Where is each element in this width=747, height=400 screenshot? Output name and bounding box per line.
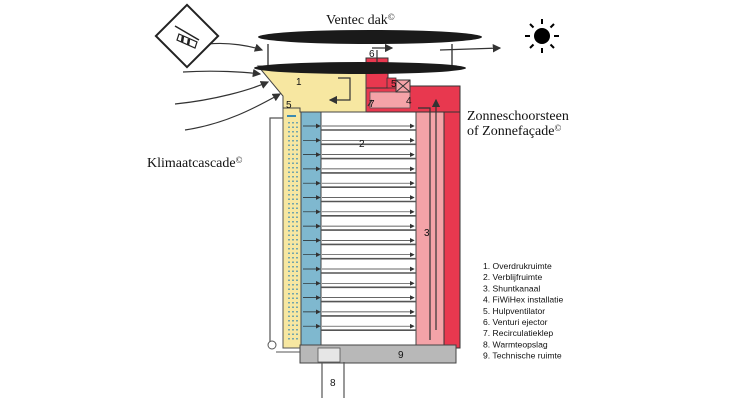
fiwihex-cross [395, 79, 411, 93]
legend-item: 8. Warmteopslag [483, 339, 548, 349]
legend-item: 1. Overdrukruimte [483, 261, 552, 271]
heat-storage-pipes [321, 362, 345, 398]
internal-flow [328, 77, 441, 340]
zone-number-8: 8 [330, 378, 336, 389]
windsock-icon [154, 3, 220, 69]
zone-number-7: 7 [369, 99, 375, 110]
legend-item: 5. Hulpventilator [483, 306, 545, 316]
roof-bottom-disk [254, 62, 466, 74]
legend-item: 3. Shuntkanaal [483, 283, 540, 293]
cascade-column [282, 107, 302, 349]
zone-number-5-left: 5 [286, 100, 292, 111]
zone-number-3: 3 [424, 228, 430, 239]
zone-number-4: 4 [406, 96, 412, 107]
legend-item: 9. Technische ruimte [483, 351, 562, 361]
roof-top-disk [258, 30, 482, 44]
roof-supports [267, 44, 453, 66]
solar-chimney-wall [443, 85, 461, 349]
legend-item: 7. Recirculatieklep [483, 328, 553, 338]
pump-icon [267, 340, 277, 350]
floor-lines [303, 123, 416, 332]
blue-shaft [300, 111, 322, 349]
zone-number-6: 6 [369, 49, 375, 60]
zone-number-2: 2 [359, 139, 365, 150]
heat-exchanger [317, 347, 341, 363]
zone-number-5-right: 5 [391, 79, 397, 90]
shaft-flow [288, 122, 298, 342]
chimney-label-line2: of Zonnefaçade© [467, 123, 561, 139]
roof-label: Ventec dak© [326, 12, 395, 28]
cascade-label: Klimaatcascade© [147, 155, 243, 171]
sun-icon [525, 19, 559, 53]
water-loop [269, 117, 283, 346]
wind-arrows [174, 42, 502, 131]
chimney-label-line1: Zonneschoorsteen [467, 109, 569, 124]
zone-number-9: 9 [398, 350, 404, 361]
legend-item: 4. FiWiHex installatie [483, 295, 563, 305]
zone-number-1: 1 [296, 77, 302, 88]
legend-item: 2. Verblijfruimte [483, 272, 542, 282]
helper-fan-box [386, 77, 397, 89]
legend-item: 6. Venturi ejector [483, 317, 548, 327]
recirculation-zone [369, 91, 411, 109]
